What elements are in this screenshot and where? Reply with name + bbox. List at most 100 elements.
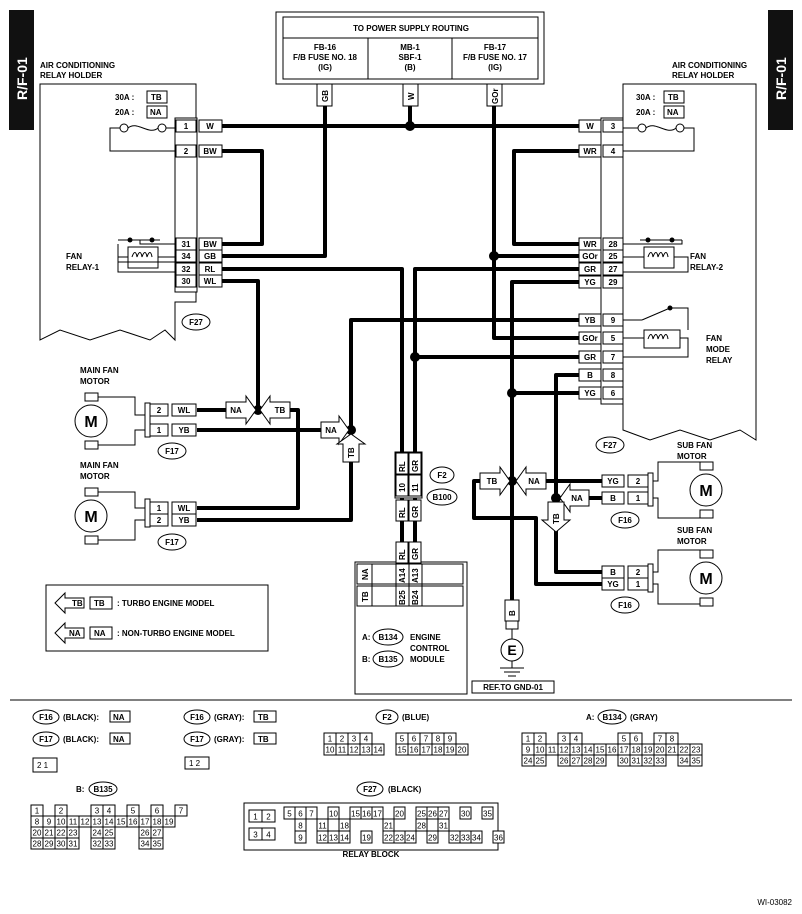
pin-number: 29 [428, 834, 437, 843]
svg-text:2: 2 [184, 147, 189, 156]
pin-number: 32 [644, 757, 653, 766]
svg-text:1: 1 [157, 426, 162, 435]
sub-fan-motor-1: SUB FAN MOTOR YG 2 B 1 M F16 [601, 441, 723, 529]
svg-text:WL: WL [178, 504, 191, 513]
fan-mode-relay: FAN MODE RELAY [623, 305, 733, 365]
left-fuse-labels: 30A : TB 20A : NA [115, 90, 168, 119]
svg-text:AIR CONDITIONING: AIR CONDITIONING [672, 61, 747, 70]
svg-text:WR: WR [583, 240, 597, 249]
svg-text:TB: TB [361, 591, 370, 602]
pin-number: 22 [384, 834, 393, 843]
connector-table-f17-black: F17 (BLACK): NA 2 1 [32, 731, 131, 773]
svg-text:B100: B100 [432, 493, 452, 502]
svg-text:YG: YG [607, 477, 619, 486]
relay-holder-right [600, 83, 757, 441]
svg-text:RELAY BLOCK: RELAY BLOCK [343, 850, 400, 859]
pin-cell [393, 806, 406, 820]
svg-text:2: 2 [157, 516, 162, 525]
svg-text:M: M [699, 571, 712, 588]
svg-text:F16: F16 [39, 713, 53, 722]
svg-text:RELAY HOLDER: RELAY HOLDER [40, 71, 102, 80]
pin-number: 13 [362, 746, 371, 755]
na-arrow-sub-2: NA [559, 482, 590, 514]
diagram-code: WI-03082 [757, 898, 792, 907]
pin-number: 12 [318, 834, 327, 843]
pin-number: 19 [165, 818, 174, 827]
pin-cell [294, 830, 307, 844]
svg-text:8: 8 [611, 371, 616, 380]
svg-text:A:: A: [362, 633, 370, 642]
tb-arrow-sub-1: TB [479, 465, 511, 497]
svg-text:TB: TB [347, 447, 356, 458]
svg-text:YB: YB [584, 316, 595, 325]
pin-number: 2 [340, 735, 345, 744]
svg-text:WL: WL [204, 277, 217, 286]
pin-number: 33 [105, 840, 114, 849]
tb-arrow-main-1: TB [259, 394, 291, 426]
pin-number: 3 [352, 735, 357, 744]
svg-text:32: 32 [182, 265, 191, 274]
pin-number: 2 [266, 813, 271, 822]
svg-text:NA: NA [150, 108, 162, 117]
pin-cell [162, 815, 176, 828]
pin-number: 7 [424, 735, 429, 744]
svg-text:MOTOR: MOTOR [677, 452, 707, 461]
pin-number: 5 [622, 735, 627, 744]
svg-text:(GRAY):: (GRAY): [214, 735, 244, 744]
pin-number: 20 [33, 829, 42, 838]
pin-number: 7 [309, 810, 314, 819]
svg-text:SUB FAN: SUB FAN [677, 441, 712, 450]
pin-cell [470, 830, 483, 844]
pin-number: 18 [153, 818, 162, 827]
pin-cell [437, 818, 450, 832]
svg-text:F/B FUSE NO. 18: F/B FUSE NO. 18 [293, 53, 358, 62]
svg-text:2: 2 [636, 477, 641, 486]
pin-cell [689, 754, 703, 767]
pin-number: 5 [131, 807, 136, 816]
pin-number: 22 [57, 829, 66, 838]
svg-text:B134: B134 [378, 633, 398, 642]
svg-text:TB: TB [552, 513, 561, 524]
svg-text:1: 1 [636, 494, 641, 503]
left-connector-pins: 1 W 2 BW 31 BW 34 GB 32 RL 30 WL [175, 119, 223, 288]
pin-cell [533, 754, 547, 767]
svg-text:GOr: GOr [582, 334, 598, 343]
wire-tag-gb: GB [316, 83, 333, 107]
na-arrow-main-1: NA [225, 394, 257, 426]
pin-cell [66, 837, 80, 850]
pin-number: 35 [692, 757, 701, 766]
pin-number: 6 [298, 810, 303, 819]
svg-text:F27: F27 [189, 318, 203, 327]
pin-number: 23 [692, 746, 701, 755]
power-routing-title: TO POWER SUPPLY ROUTING [353, 24, 469, 33]
pin-number: 13 [329, 834, 338, 843]
fan-relay-2: FAN RELAY-2 [623, 237, 724, 273]
svg-text:TB: TB [94, 599, 105, 608]
svg-text:30A :: 30A : [115, 93, 134, 102]
pin-number: 1 [35, 807, 40, 816]
pin-number: 17 [620, 746, 629, 755]
svg-text:F27: F27 [363, 785, 377, 794]
svg-text:30: 30 [182, 277, 191, 286]
svg-text:GOr: GOr [582, 252, 598, 261]
pin-number: 4 [107, 807, 112, 816]
pin-number: 9 [448, 735, 453, 744]
pin-number: 11 [338, 746, 347, 755]
right-fuse-labels: 30A : TB 20A : NA [636, 90, 685, 119]
svg-text:RL: RL [205, 265, 216, 274]
svg-text:1 2: 1 2 [189, 759, 201, 768]
pin-number: 31 [439, 822, 448, 831]
svg-text:FAN: FAN [690, 252, 706, 261]
pin-number: 33 [461, 834, 470, 843]
svg-text:BW: BW [203, 147, 217, 156]
pin-number: 11 [69, 818, 78, 827]
svg-text:F17: F17 [165, 538, 179, 547]
fan-relay-1: FAN RELAY-1 [66, 237, 175, 273]
svg-text:WL: WL [178, 406, 191, 415]
svg-text:YG: YG [584, 278, 596, 287]
svg-text:NA: NA [571, 494, 583, 503]
pin-number: 24 [93, 829, 102, 838]
svg-text:NA: NA [230, 406, 242, 415]
pin-number: 9 [526, 746, 531, 755]
